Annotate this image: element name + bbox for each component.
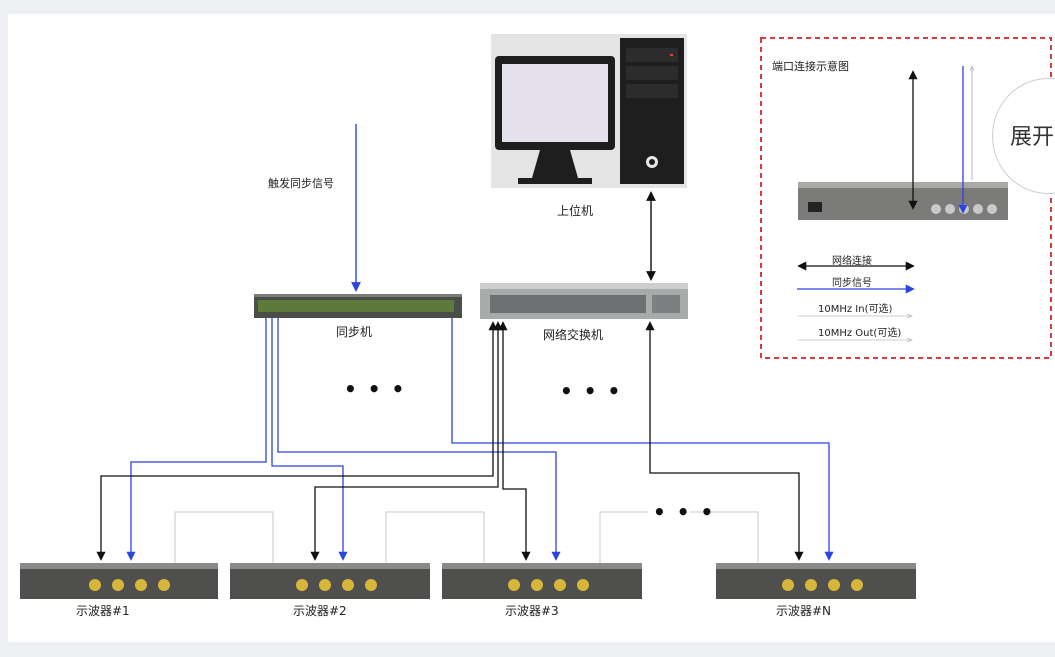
pc-computer: [491, 34, 687, 188]
sync-label: 同步机: [336, 325, 373, 339]
trigger-label: 触发同步信号: [268, 177, 334, 190]
switch-label: 网络交换机: [543, 328, 604, 342]
clock-chain-2-3: [385, 511, 485, 563]
expand-label: 展开: [1010, 125, 1055, 150]
oscilloscope-1: [20, 563, 218, 599]
sync-machine: [254, 294, 462, 318]
clock-chain-1-2: [174, 511, 274, 563]
net-to-osc3: [498, 321, 531, 561]
ellipsis-switch: • • •: [560, 379, 623, 403]
osc3-label: 示波器#3: [505, 604, 559, 618]
legend-in-label: 10MHz In(可选): [818, 304, 893, 315]
sync-to-oscn: [451, 318, 834, 561]
network-switch: [480, 283, 688, 319]
oscilloscope-n: [716, 563, 916, 599]
ellipsis-sync: • • •: [344, 377, 407, 401]
legend-title: 端口连接示意图: [772, 60, 849, 73]
legend-out-label: 10MHz Out(可选): [818, 328, 902, 339]
legend-device: [798, 182, 1008, 220]
oscn-label: 示波器#N: [776, 604, 832, 618]
legend-box: [760, 37, 1052, 359]
legend-network-label: 网络连接: [832, 256, 872, 267]
sync-to-osc2: [271, 318, 348, 561]
legend-sync-label: 同步信号: [832, 278, 872, 289]
net-to-oscn: [645, 321, 804, 561]
oscilloscope-3: [442, 563, 642, 599]
oscilloscope-2: [230, 563, 430, 599]
sync-to-osc1: [126, 318, 267, 561]
sync-to-osc3: [277, 318, 561, 561]
net-to-osc2: [310, 321, 503, 561]
ellipsis-scopes: • • •: [653, 500, 716, 524]
pc-label: 上位机: [557, 204, 594, 218]
clock-chain-3-n: [599, 511, 648, 563]
osc1-label: 示波器#1: [76, 604, 130, 618]
net-to-osc1: [96, 321, 498, 561]
osc2-label: 示波器#2: [293, 604, 347, 618]
